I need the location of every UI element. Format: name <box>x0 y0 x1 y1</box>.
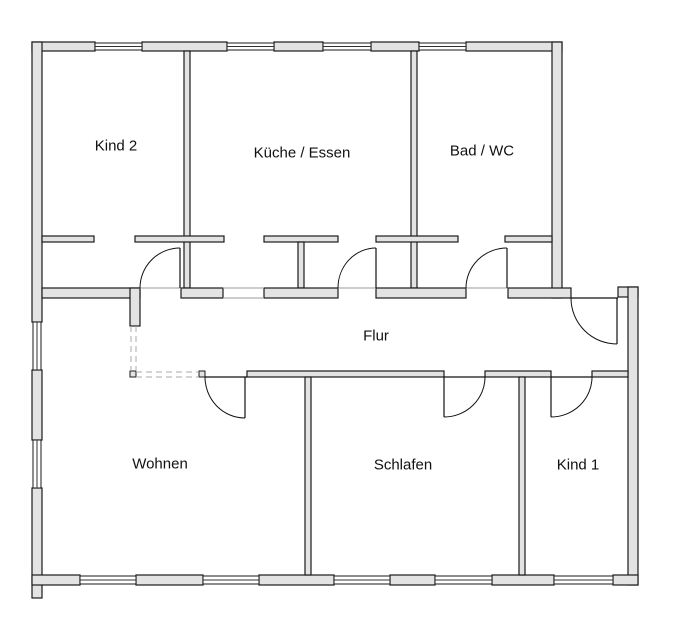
room-label-flur: Flur <box>363 327 389 345</box>
window-schlafen-2 <box>434 575 493 585</box>
window-kind1 <box>553 575 614 585</box>
window-kind2 <box>94 42 143 51</box>
door-entrance <box>570 297 618 345</box>
room-label-kind2: Kind 2 <box>94 137 138 155</box>
doors <box>139 247 618 419</box>
window-wohnen-left-2 <box>32 439 42 489</box>
door-wohnen <box>204 376 246 419</box>
window-kueche-1 <box>226 42 275 51</box>
door-kind2 <box>139 247 181 289</box>
door-bad <box>465 247 508 289</box>
window-schlafen-1 <box>333 575 391 585</box>
room-label-kueche-essen: Küche / Essen <box>253 144 351 162</box>
door-kind1 <box>550 376 593 418</box>
door-schlafen <box>443 376 486 418</box>
window-wohnen-1 <box>79 575 137 585</box>
door-kueche <box>337 247 377 289</box>
windows <box>32 42 614 585</box>
room-label-schlafen: Schlafen <box>373 456 433 474</box>
outer-walls <box>31 41 639 599</box>
room-label-bad-wc: Bad / WC <box>449 142 515 160</box>
room-label-wohnen: Wohnen <box>132 455 188 473</box>
interior-walls-lower <box>129 370 629 576</box>
interior-walls-upper <box>41 50 572 327</box>
window-wohnen-2 <box>202 575 260 585</box>
window-bad <box>418 42 467 51</box>
window-kueche-2 <box>322 42 372 51</box>
window-wohnen-left-1 <box>32 321 42 371</box>
room-label-kind1: Kind 1 <box>556 456 600 474</box>
openings <box>130 287 618 378</box>
